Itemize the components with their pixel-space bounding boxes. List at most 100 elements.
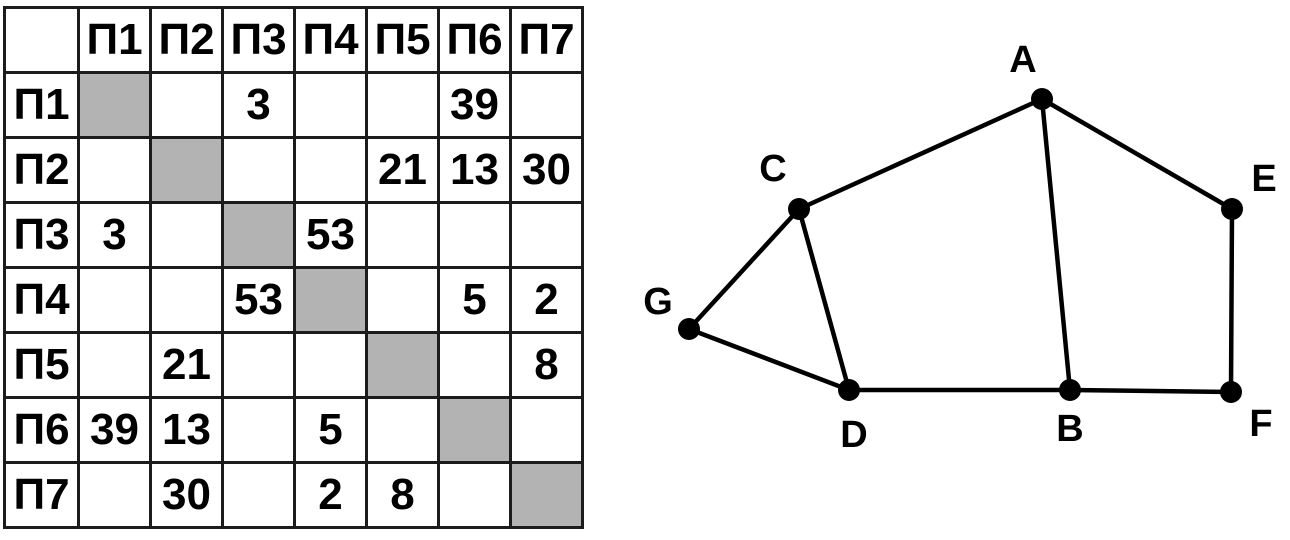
graph-node-F (1220, 381, 1242, 403)
table-row-П1: П1 3 39 (3, 71, 584, 139)
edge-G-D (686, 326, 852, 393)
cell-П5-П6 (437, 331, 512, 399)
graph-edges (686, 96, 1235, 395)
cell-П7-П4: 2 (293, 461, 368, 529)
edge-B-F (1067, 387, 1234, 395)
cell-П1-П7 (509, 71, 584, 139)
graph-node-label-D: D (840, 414, 867, 456)
cell-П1-П6: 39 (437, 71, 512, 139)
cell-П7-П3 (221, 461, 296, 529)
cell-П4-П1 (77, 266, 152, 334)
column-header-П6: П6 (437, 6, 512, 74)
cell-П2-П5: 21 (365, 136, 440, 204)
column-header-П3: П3 (221, 6, 296, 74)
edge-E-F (1228, 206, 1235, 395)
cell-П6-П5 (365, 396, 440, 464)
cell-П4-П3: 53 (221, 266, 296, 334)
graph-nodes (678, 88, 1243, 403)
cell-П6-П4: 5 (293, 396, 368, 464)
cell-П1-П3: 3 (221, 71, 296, 139)
cell-П7-П6 (437, 461, 512, 529)
corner-cell (3, 6, 80, 74)
column-header-П1: П1 (77, 6, 152, 74)
cell-П7-П2: 30 (149, 461, 224, 529)
row-header-П4: П4 (3, 266, 80, 334)
row-header-П2: П2 (3, 136, 80, 204)
cell-П6-П6 (437, 396, 512, 464)
graph-node-A (1031, 88, 1053, 110)
edge-C-D (796, 206, 852, 393)
cell-П6-П3 (221, 396, 296, 464)
graph-node-G (678, 318, 700, 340)
graph-node-label-C: C (759, 148, 786, 190)
cell-П3-П3 (221, 201, 296, 269)
cell-П1-П5 (365, 71, 440, 139)
cell-П6-П1: 39 (77, 396, 152, 464)
edge-A-C (796, 96, 1045, 212)
graph-labels: A B C D E F G (643, 39, 1276, 456)
edge-C-G (686, 206, 802, 332)
cell-П7-П5: 8 (365, 461, 440, 529)
cell-П2-П7: 30 (509, 136, 584, 204)
graph-node-C (788, 198, 810, 220)
cell-П4-П6: 5 (437, 266, 512, 334)
cell-П6-П7 (509, 396, 584, 464)
cell-П6-П2: 13 (149, 396, 224, 464)
cell-П7-П7 (509, 461, 584, 529)
cell-П1-П4 (293, 71, 368, 139)
column-header-П4: П4 (293, 6, 368, 74)
graph-node-label-F: F (1249, 403, 1272, 445)
cell-П1-П1 (77, 71, 152, 139)
row-header-П7: П7 (3, 461, 80, 529)
cell-П3-П6 (437, 201, 512, 269)
cell-П2-П4 (293, 136, 368, 204)
graph-node-label-G: G (643, 281, 673, 323)
cell-П4-П5 (365, 266, 440, 334)
cell-П2-П6: 13 (437, 136, 512, 204)
table-row-П5: П5 21 8 (3, 331, 584, 399)
column-header-П5: П5 (365, 6, 440, 74)
cell-П2-П2 (149, 136, 224, 204)
column-header-П7: П7 (509, 6, 584, 74)
row-header-П5: П5 (3, 331, 80, 399)
cell-П4-П7: 2 (509, 266, 584, 334)
cell-П5-П3 (221, 331, 296, 399)
column-header-П2: П2 (149, 6, 224, 74)
cell-П4-П2 (149, 266, 224, 334)
cell-П5-П2: 21 (149, 331, 224, 399)
edge-A-E (1039, 96, 1235, 212)
row-header-П3: П3 (3, 201, 80, 269)
cell-П3-П4: 53 (293, 201, 368, 269)
cell-П2-П1 (77, 136, 152, 204)
cell-П3-П5 (365, 201, 440, 269)
cell-П5-П7: 8 (509, 331, 584, 399)
graph-node-E (1221, 198, 1243, 220)
row-header-П6: П6 (3, 396, 80, 464)
cell-П3-П2 (149, 201, 224, 269)
graph-node-label-B: B (1056, 408, 1083, 450)
cell-П3-П7 (509, 201, 584, 269)
graph-node-label-A: A (1009, 39, 1036, 81)
graph-node-label-E: E (1251, 158, 1276, 200)
row-header-П1: П1 (3, 71, 80, 139)
cell-П2-П3 (221, 136, 296, 204)
cell-П5-П5 (365, 331, 440, 399)
cell-П5-П4 (293, 331, 368, 399)
graph-node-D (838, 379, 860, 401)
edge-A-B (1039, 96, 1073, 393)
graph-node-B (1059, 379, 1081, 401)
cell-П7-П1 (77, 461, 152, 529)
cell-П3-П1: 3 (77, 201, 152, 269)
cell-П4-П4 (293, 266, 368, 334)
cell-П5-П1 (77, 331, 152, 399)
